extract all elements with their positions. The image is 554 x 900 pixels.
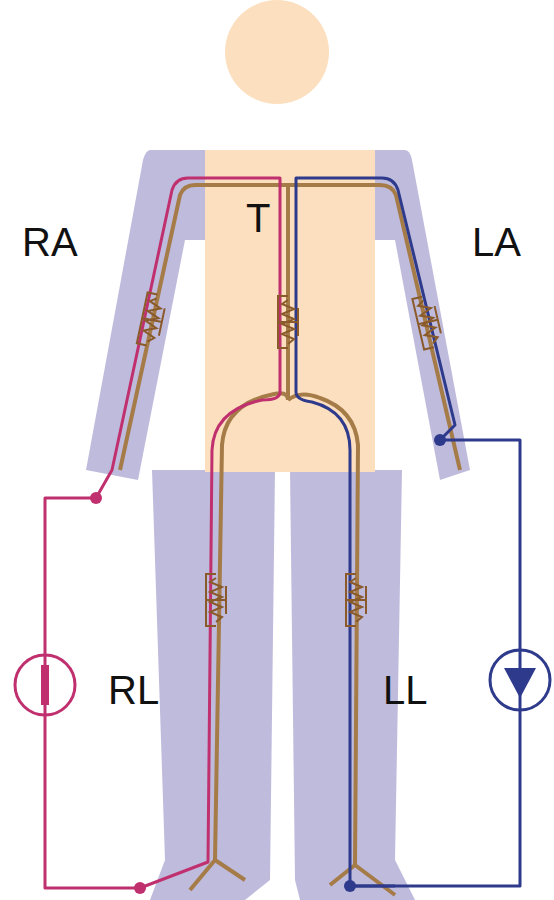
resistor-group	[137, 292, 444, 626]
resistor-symbol	[346, 574, 366, 626]
resistor-symbol	[206, 574, 226, 626]
resistor-symbol	[137, 292, 167, 347]
left-leg-conductor	[288, 394, 395, 895]
capacitor-branch	[346, 574, 366, 626]
current-source-symbol	[15, 655, 75, 715]
part-label: LA	[472, 222, 521, 262]
arm-silhouette	[86, 150, 470, 480]
resistor-symbol	[278, 296, 298, 348]
capacitor-branch	[137, 292, 167, 347]
voltmeter-symbol	[490, 650, 550, 710]
capacitor-branch	[206, 574, 226, 626]
capacitor-branch	[412, 294, 443, 349]
torso	[205, 150, 375, 472]
electrode-dot	[434, 434, 446, 446]
head	[225, 0, 329, 104]
trunk-conductor	[286, 185, 290, 400]
right-leg-conductor	[190, 393, 288, 890]
electrode-dot	[90, 492, 102, 504]
electrode-dot	[344, 880, 356, 892]
part-label: T	[246, 198, 270, 238]
electrode-dot	[134, 882, 146, 894]
tissue-conductors	[120, 185, 460, 895]
capacitor-branch	[278, 296, 298, 348]
part-label: RL	[108, 670, 159, 710]
part-label: LL	[383, 670, 428, 710]
arm-conductor	[120, 185, 460, 470]
left-circuit-wire	[296, 178, 520, 886]
resistor-symbol	[412, 294, 443, 349]
right-circuit-wire	[45, 178, 280, 888]
part-label: RA	[22, 222, 78, 262]
